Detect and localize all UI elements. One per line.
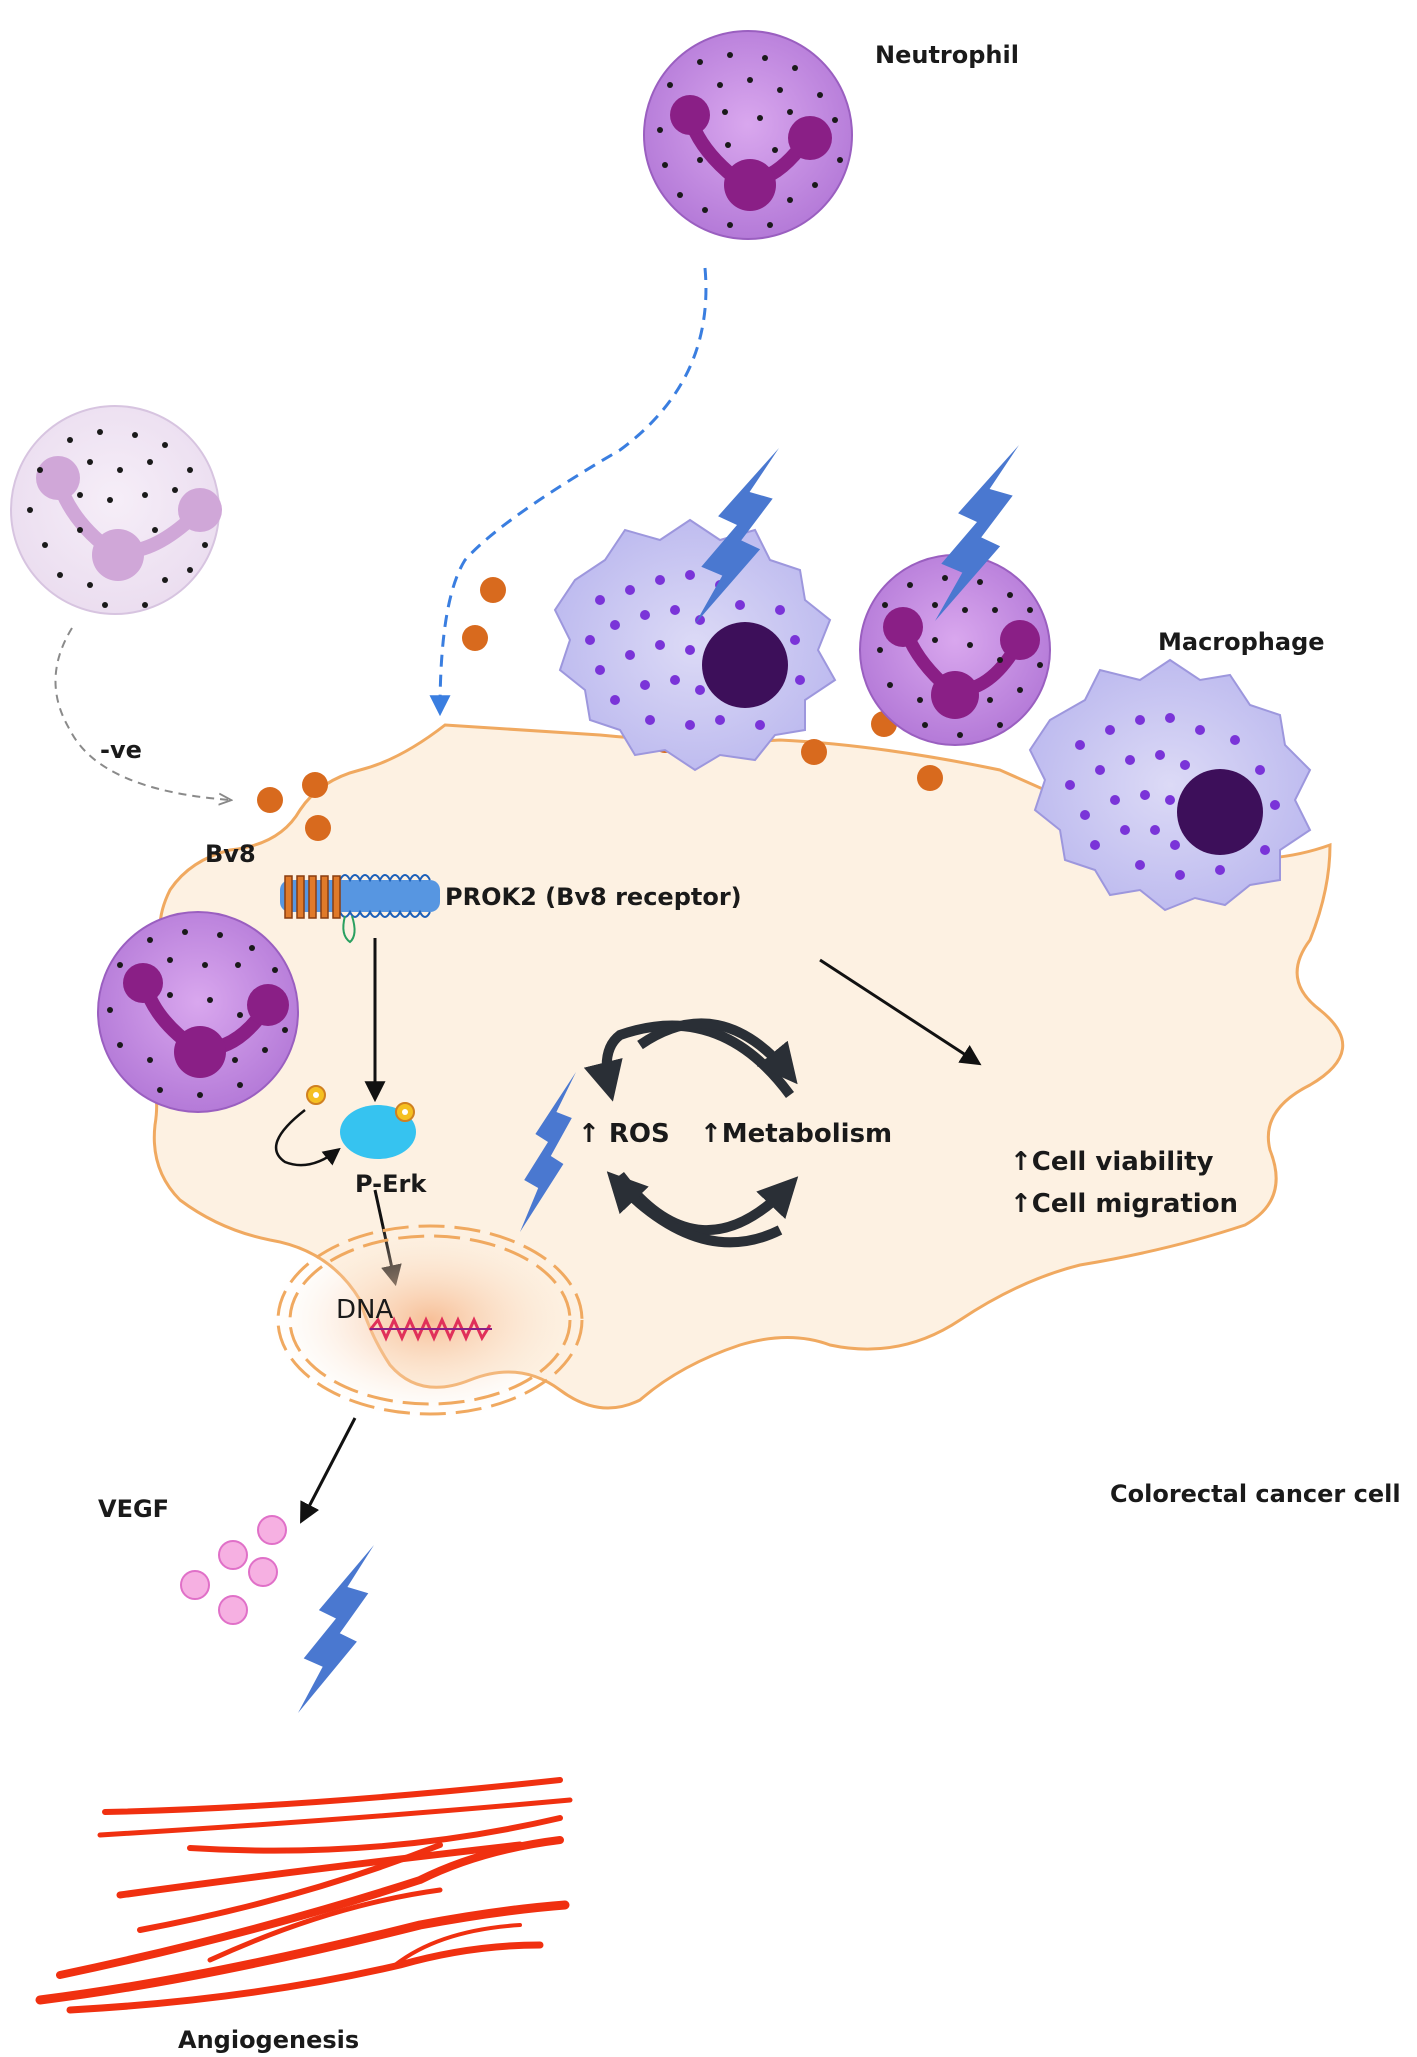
label-negative: -ve	[100, 736, 142, 764]
label-ros: ↑ ROS	[578, 1119, 670, 1149]
ros-metabolism-cycle	[583, 1018, 799, 1248]
arrow-to-viability	[819, 958, 982, 1066]
arrow-to-vegf	[300, 1417, 357, 1524]
label-cell-viability: ↑Cell viability	[1010, 1147, 1214, 1177]
label-cell-migration: ↑Cell migration	[1010, 1189, 1238, 1219]
vegf-molecules	[180, 1515, 287, 1625]
neutrophil-top	[643, 30, 853, 240]
p-erk-protein	[274, 1085, 416, 1167]
label-receptor: PROK2 (Bv8 receptor)	[445, 883, 742, 911]
label-dna: DNA	[336, 1295, 393, 1325]
label-macrophage: Macrophage	[1158, 628, 1325, 656]
prok2-receptor	[280, 874, 440, 944]
lightning-icon-vegf	[298, 1545, 374, 1713]
label-angiogenesis: Angiogenesis	[178, 2026, 359, 2054]
nucleus	[270, 1220, 590, 1420]
label-bv8: Bv8	[205, 840, 256, 868]
macrophage-right	[1028, 658, 1312, 912]
neutrophil-inactive	[10, 405, 222, 615]
neutrophil-left	[97, 911, 299, 1113]
macrophage-top	[553, 518, 837, 772]
neutrophil-middle	[859, 554, 1051, 746]
blood-vessels	[35, 1777, 573, 2014]
label-vegf: VEGF	[98, 1495, 169, 1523]
label-metabolism: ↑Metabolism	[700, 1119, 892, 1149]
label-cancer-cell: Colorectal cancer cell	[1110, 1480, 1401, 1508]
label-neutrophil: Neutrophil	[875, 41, 1019, 69]
bv8-molecules-left	[257, 772, 331, 841]
label-perk: P-Erk	[355, 1170, 427, 1198]
negative-path	[54, 627, 230, 800]
